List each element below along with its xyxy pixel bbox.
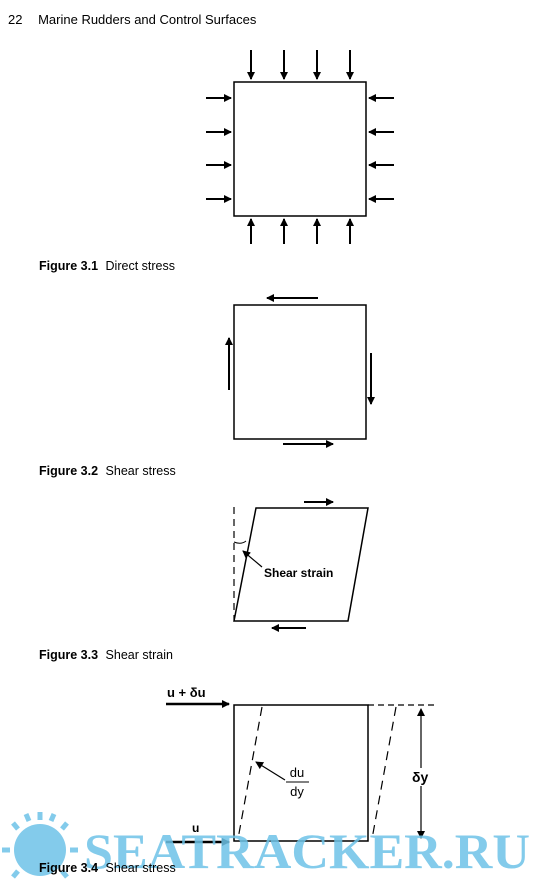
figure-3-2-diagram	[225, 294, 375, 448]
watermark-text: SEATRACKER.RU	[84, 823, 530, 879]
figure-3-4-caption: Figure 3.4 Shear stress	[39, 861, 176, 875]
strain-angle-arc	[233, 540, 247, 544]
figure-caption-text: Direct stress	[105, 259, 175, 273]
annotation-leader	[242, 550, 263, 568]
shear-element	[233, 304, 367, 440]
figure-3-3-caption: Figure 3.3 Shear strain	[39, 648, 173, 662]
page-header: 22 Marine Rudders and Control Surfaces	[8, 12, 256, 27]
figure-3-2-caption: Figure 3.2 Shear stress	[39, 464, 176, 478]
running-title: Marine Rudders and Control Surfaces	[38, 12, 257, 27]
deformed-line-left	[237, 706, 263, 840]
figure-3-3-diagram: Shear strain	[233, 498, 369, 632]
gradient-leader	[255, 761, 286, 781]
deformed-element	[233, 507, 369, 622]
figure-label: Figure 3.2	[39, 464, 99, 478]
figure-caption-text: Shear stress	[105, 861, 176, 875]
height-label: δy	[412, 769, 428, 785]
page-number: 22	[8, 12, 23, 27]
figure-label: Figure 3.4	[39, 861, 99, 875]
figure-caption-text: Shear stress	[105, 464, 176, 478]
deformed-line-right	[371, 706, 397, 840]
figure-3-1-caption: Figure 3.1 Direct stress	[39, 259, 175, 273]
bottom-velocity-label: u	[192, 821, 199, 835]
fluid-element	[233, 704, 369, 842]
figure-caption-text: Shear strain	[105, 648, 173, 662]
gradient-denominator: dy	[290, 784, 304, 799]
shear-strain-label: Shear strain	[264, 566, 333, 580]
figure-label: Figure 3.1	[39, 259, 99, 273]
top-velocity-label: u + δu	[167, 685, 206, 700]
sun-logo-icon	[2, 812, 78, 879]
gradient-numerator: du	[290, 765, 304, 780]
stress-element	[233, 81, 367, 217]
figure-label: Figure 3.3	[39, 648, 99, 662]
figure-3-1-diagram	[206, 50, 394, 244]
